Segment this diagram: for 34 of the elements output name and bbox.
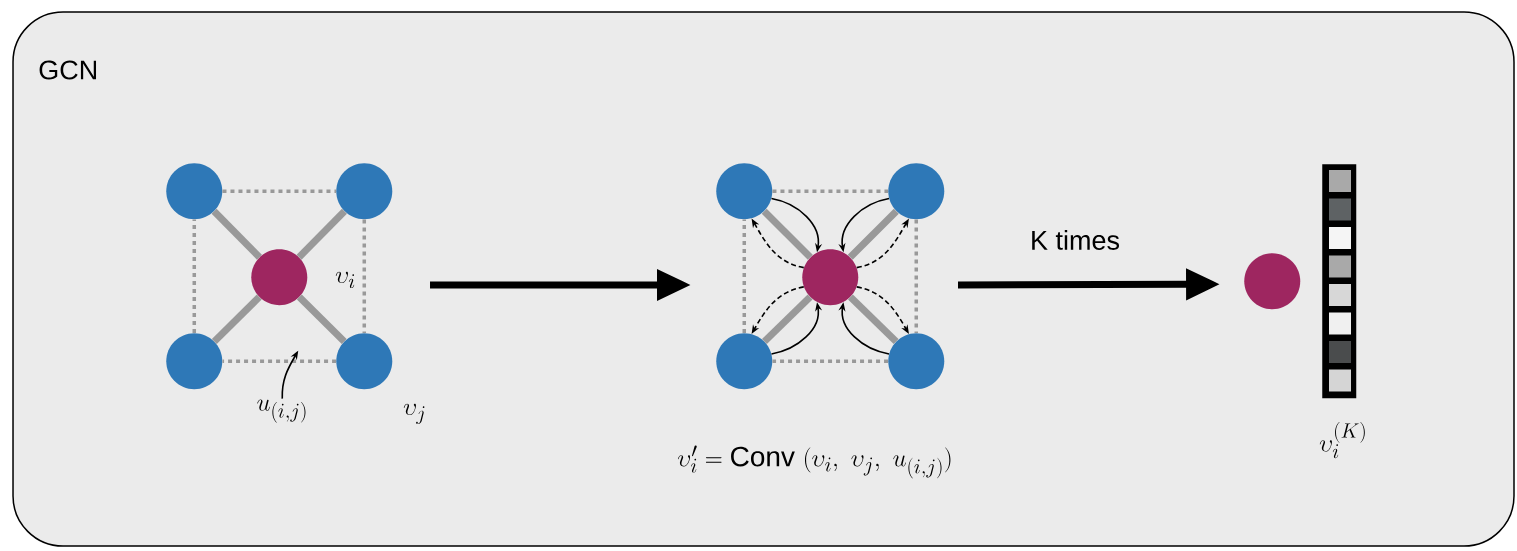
graph-edge (848, 294, 899, 345)
node-label: $\upsilon_i$ (335, 271, 355, 289)
graph-node (336, 333, 393, 390)
graph-node (336, 163, 393, 220)
edge-label: $u_{(i,j)}$ (257, 399, 306, 423)
graph-edge (742, 219, 746, 334)
graph-edge (914, 219, 918, 334)
graph-edge (772, 359, 889, 363)
graph-edge (192, 219, 196, 334)
graph-node (716, 333, 773, 390)
graph-node (166, 333, 223, 390)
center-node (1244, 253, 1301, 310)
edge-label: K times (1028, 228, 1122, 252)
graph-node (716, 163, 773, 220)
center-node (802, 249, 859, 306)
node-label: $\upsilon_j$ (403, 403, 425, 425)
graph-edge (761, 208, 813, 260)
graph-edge (362, 219, 366, 334)
node-label: $\upsilon_i^{(K)}$ (1319, 422, 1365, 459)
graph-node (166, 163, 223, 220)
graph-edge (772, 189, 889, 193)
graph-node (888, 333, 945, 390)
feature-vector (1322, 164, 1357, 399)
graph-edge (296, 208, 347, 260)
graph-edge (222, 189, 337, 193)
center-node (251, 249, 308, 306)
graph-node (888, 163, 945, 220)
graph-edge (222, 359, 337, 363)
graph-edge (296, 294, 347, 344)
formula: $\upsilon'_i = \mbox{Conv}\ (\upsilon_i,\ \upsilon_j,\ u_{(i,j)})$ (678, 445, 951, 479)
graph-edge (211, 294, 262, 344)
graph-edge (762, 294, 813, 345)
graph-edge (847, 208, 899, 260)
graph-edge (211, 208, 262, 260)
